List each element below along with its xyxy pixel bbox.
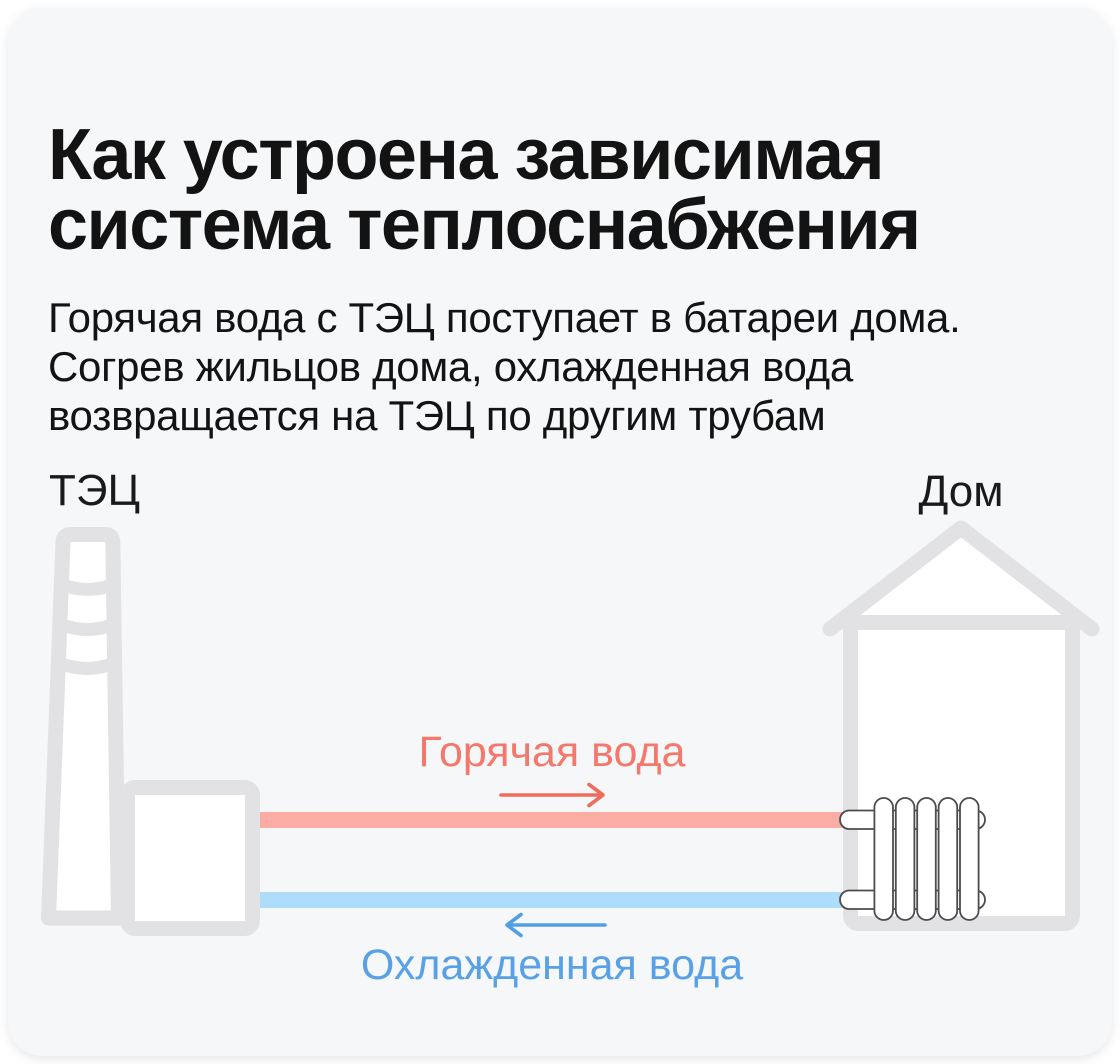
cold-water-label: Охлажденная вода [360, 941, 744, 989]
house-label: Дом [918, 467, 1004, 516]
power-plant-icon [41, 527, 260, 936]
hot-water-label: Горячая вода [418, 728, 686, 776]
infographic-card: Как устроена зависимая система теплоснаб… [8, 8, 1112, 1056]
cold-flow-left-arrow-icon [505, 912, 607, 938]
plant-label: ТЭЦ [49, 466, 141, 515]
page-title: Как устроена зависимая система теплоснаб… [48, 115, 921, 266]
cold-water-pipe [260, 892, 853, 908]
hot-water-pipe [260, 812, 853, 828]
hot-flow-right-arrow-icon [499, 782, 605, 808]
heating-diagram [41, 520, 1100, 938]
radiator-icon [839, 797, 986, 921]
description-text: Горячая вода с ТЭЦ поступает в батареи д… [48, 294, 961, 439]
